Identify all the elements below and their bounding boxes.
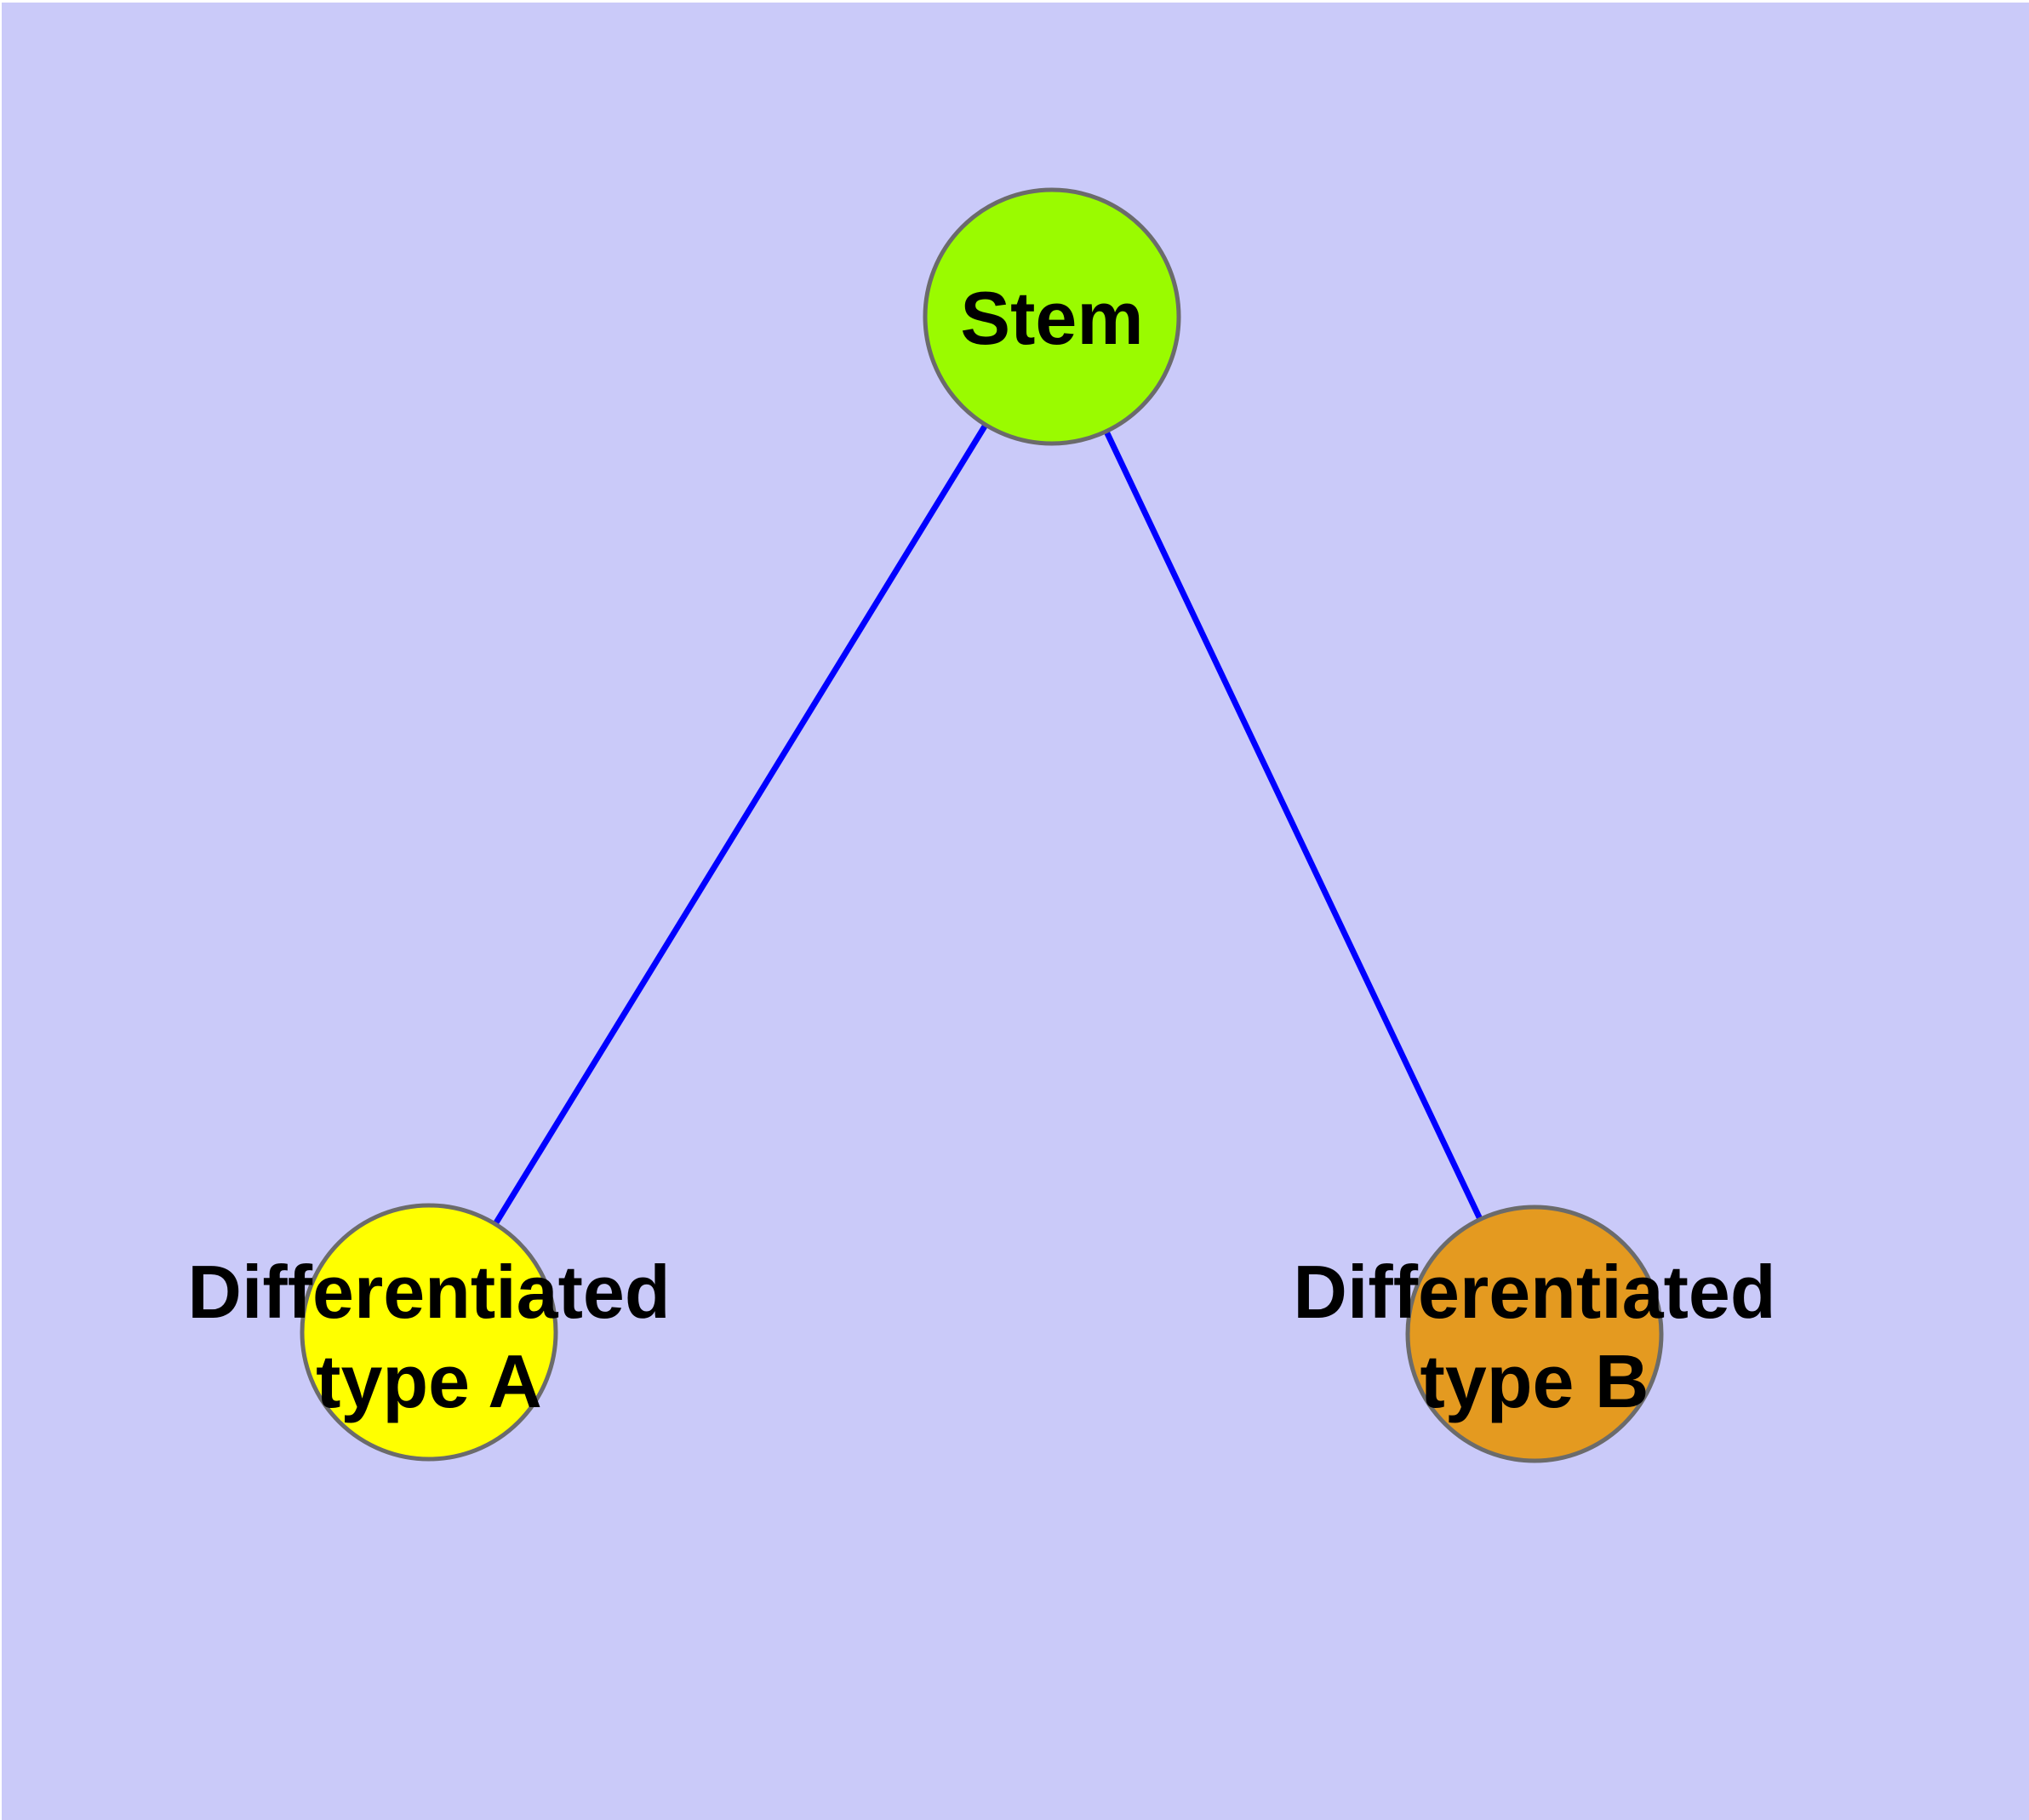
- type-b-node-label-line1: Differentiated: [1293, 1250, 1775, 1334]
- type-a-node-label-line2: type A: [316, 1339, 542, 1423]
- stem-node-label: Stem: [960, 276, 1143, 360]
- node-stem[interactable]: Stem: [923, 187, 1181, 446]
- type-b-node-label-line2: type B: [1420, 1339, 1649, 1423]
- edge-stem-to-type-b[interactable]: [1049, 315, 1538, 1336]
- edge-stem-to-type-a[interactable]: [426, 315, 1055, 1334]
- node-differentiated-type-b[interactable]: Differentiated type B: [1293, 1205, 1776, 1463]
- type-b-node-circle[interactable]: [1405, 1205, 1664, 1463]
- type-a-node-circle[interactable]: [300, 1203, 558, 1462]
- stem-node-circle[interactable]: [923, 187, 1181, 446]
- type-a-node-label-line1: Differentiated: [187, 1250, 670, 1334]
- node-differentiated-type-a[interactable]: Differentiated type A: [187, 1203, 671, 1462]
